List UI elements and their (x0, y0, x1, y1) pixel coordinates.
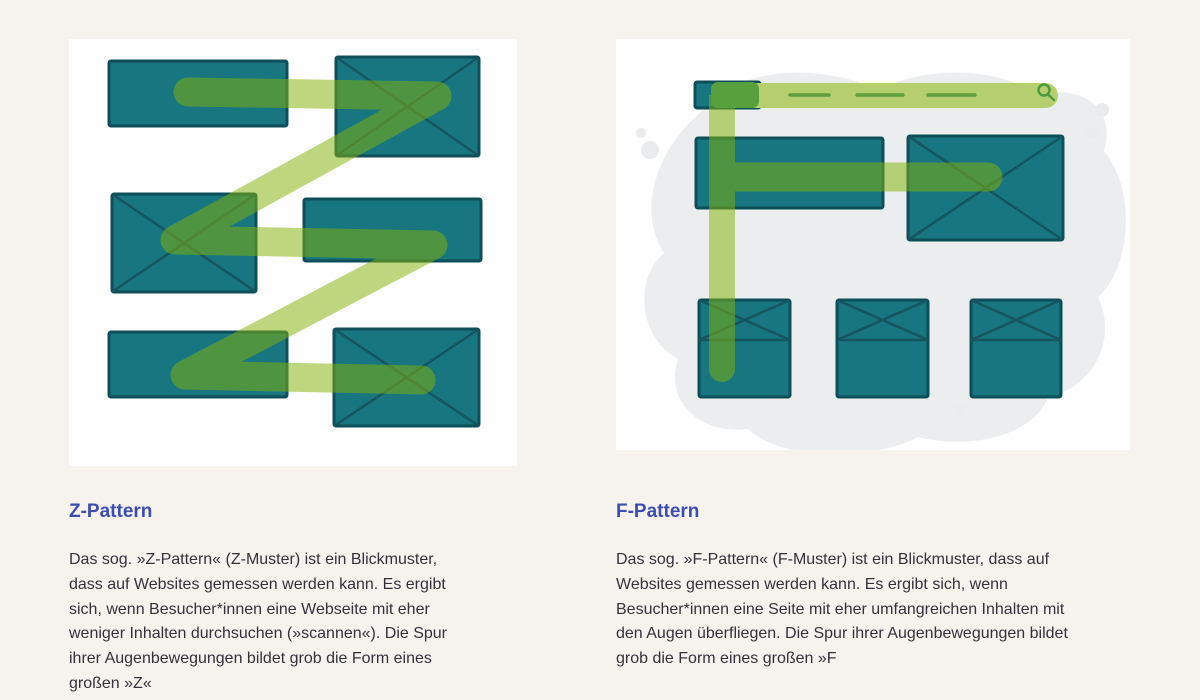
decorative-dots (636, 103, 1109, 415)
f-pattern-heading: F-Pattern (616, 501, 700, 522)
z-gaze-path (160, 77, 452, 395)
f-pattern-illustration (616, 39, 1130, 450)
card-block (969, 298, 1063, 399)
f-pattern-description: Das sog. »F-Pattern« (F-Muster) ist ein … (616, 551, 1068, 668)
z-pattern-card: Z-Pattern Das sog. »Z-Pattern« (Z-Muster… (69, 39, 517, 697)
magnifier-icon (1037, 83, 1056, 102)
z-pattern-description: Das sog. »Z-Pattern« (Z-Muster) ist ein … (69, 551, 448, 692)
f-gaze-path (709, 95, 1003, 382)
f-pattern-card: F-Pattern Das sog. »F-Pattern« (F-Muster… (616, 39, 1130, 672)
card-block (835, 298, 930, 399)
f-pattern-wireframe-graphic (616, 39, 1130, 450)
z-pattern-illustration (69, 39, 517, 466)
z-pattern-wireframe-graphic (69, 39, 517, 466)
z-pattern-heading: Z-Pattern (69, 501, 153, 522)
gaze-path-navbar-elbow (711, 82, 759, 108)
